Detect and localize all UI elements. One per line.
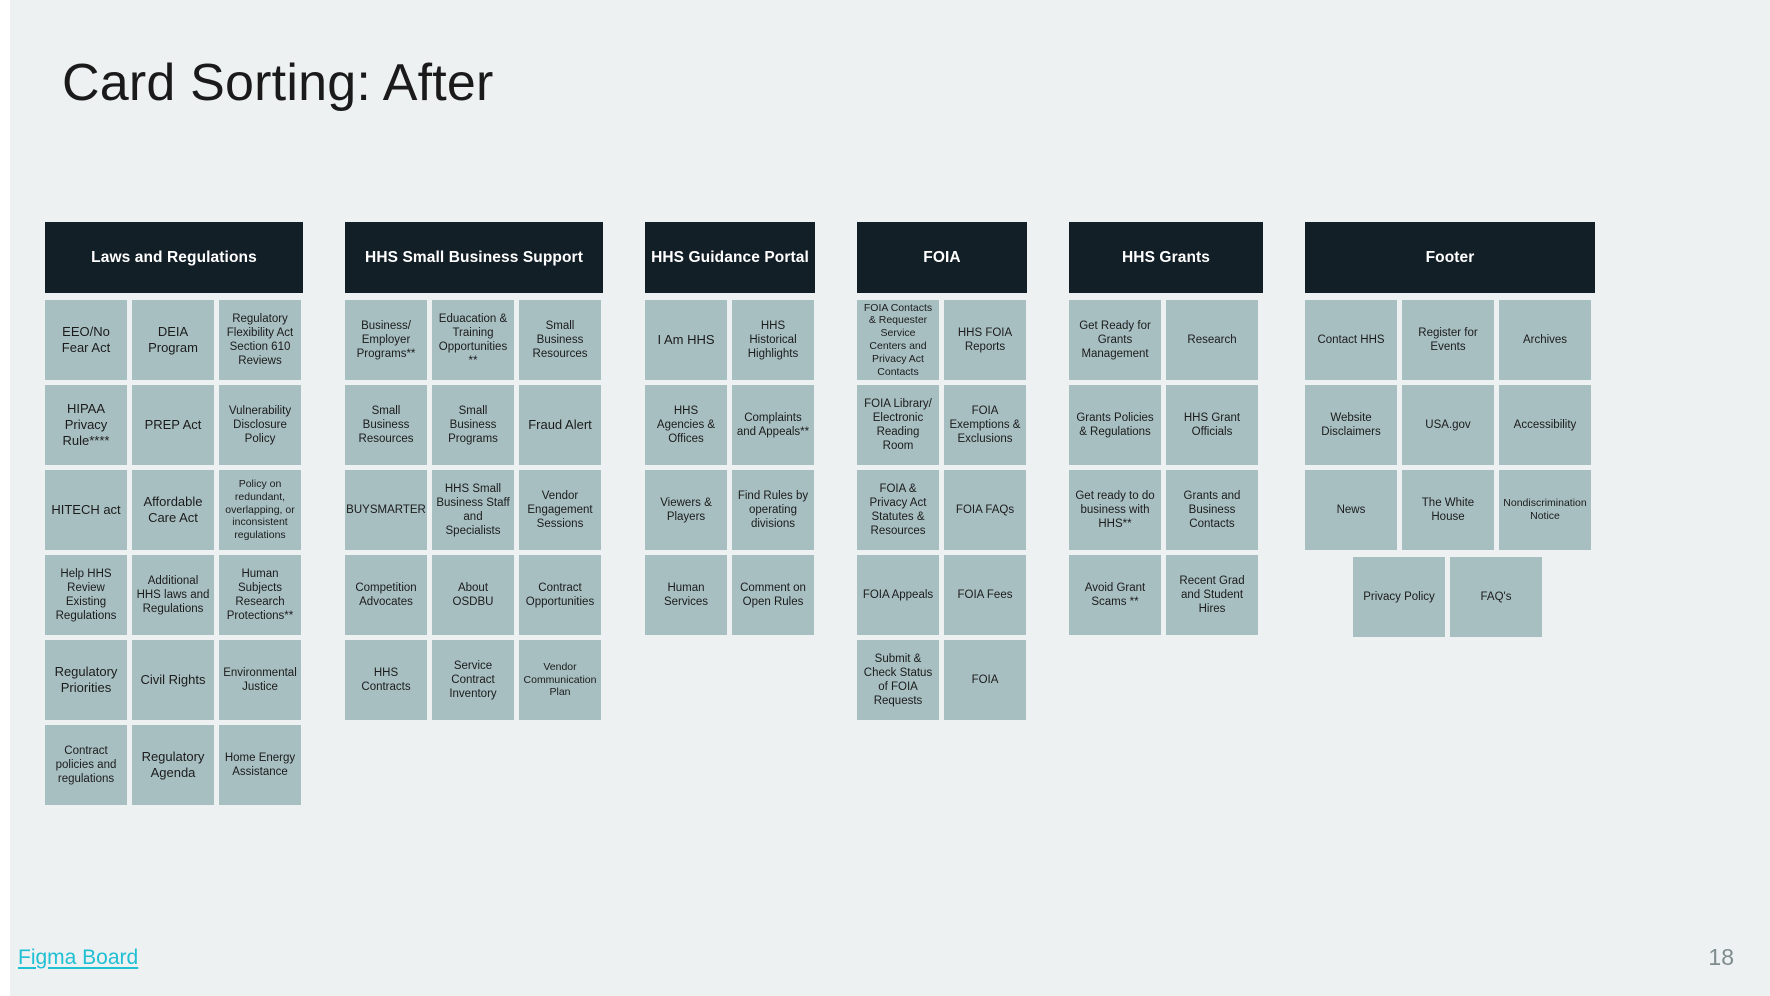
card[interactable]: Affordable Care Act — [132, 470, 214, 550]
card[interactable]: HHS Historical Highlights — [732, 300, 814, 380]
card[interactable]: Archives — [1499, 300, 1591, 380]
column-header-laws-and-regulations: Laws and Regulations — [45, 222, 303, 293]
card[interactable]: Regulatory Flexibility Act Section 610 R… — [219, 300, 301, 380]
card[interactable]: Human Subjects Research Protections** — [219, 555, 301, 635]
card[interactable]: Human Services — [645, 555, 727, 635]
card[interactable]: FOIA Fees — [944, 555, 1026, 635]
card[interactable]: DEIA Program — [132, 300, 214, 380]
card[interactable]: The White House — [1402, 470, 1494, 550]
card[interactable]: USA.gov — [1402, 385, 1494, 465]
card[interactable]: Competition Advocates — [345, 555, 427, 635]
column-header-foia: FOIA — [857, 222, 1027, 293]
card[interactable]: BUYSMARTER — [345, 470, 427, 550]
card[interactable]: HITECH act — [45, 470, 127, 550]
card[interactable]: Grants and Business Contacts — [1166, 470, 1258, 550]
column-header-footer: Footer — [1305, 222, 1595, 293]
card[interactable]: Small Business Resources — [519, 300, 601, 380]
card[interactable]: Privacy Policy — [1353, 557, 1445, 637]
card[interactable]: Recent Grad and Student Hires — [1166, 555, 1258, 635]
card-grid-hhs-small-business-support: Business/ Employer Programs**Eduacation … — [345, 300, 603, 720]
card[interactable]: Avoid Grant Scams ** — [1069, 555, 1161, 635]
card[interactable]: About OSDBU — [432, 555, 514, 635]
card[interactable]: Help HHS Review Existing Regulations — [45, 555, 127, 635]
card[interactable]: Get ready to do business with HHS** — [1069, 470, 1161, 550]
card[interactable]: Contact HHS — [1305, 300, 1397, 380]
page-title: Card Sorting: After — [62, 54, 494, 112]
card[interactable]: Civil Rights — [132, 640, 214, 720]
card[interactable]: Regulatory Agenda — [132, 725, 214, 805]
column-header-hhs-grants: HHS Grants — [1069, 222, 1263, 293]
card[interactable]: HHS Small Business Staff and Specialists — [432, 470, 514, 550]
card[interactable]: Nondiscrimination Notice — [1499, 470, 1591, 550]
card[interactable]: I Am HHS — [645, 300, 727, 380]
card[interactable]: Comment on Open Rules — [732, 555, 814, 635]
card[interactable]: Service Contract Inventory — [432, 640, 514, 720]
card[interactable]: PREP Act — [132, 385, 214, 465]
card[interactable]: Register for Events — [1402, 300, 1494, 380]
column-header-hhs-small-business-support: HHS Small Business Support — [345, 222, 603, 293]
card[interactable]: Small Business Resources — [345, 385, 427, 465]
card[interactable]: Vendor Communication Plan — [519, 640, 601, 720]
card[interactable]: Home Energy Assistance — [219, 725, 301, 805]
card[interactable]: Business/ Employer Programs** — [345, 300, 427, 380]
card[interactable]: FOIA Contacts & Requester Service Center… — [857, 300, 939, 380]
card[interactable]: Website Disclaimers — [1305, 385, 1397, 465]
card[interactable]: Regulatory Priorities — [45, 640, 127, 720]
card[interactable]: Contract Opportunities — [519, 555, 601, 635]
card[interactable]: Accessibility — [1499, 385, 1591, 465]
card[interactable]: HHS Grant Officials — [1166, 385, 1258, 465]
card[interactable]: FOIA Appeals — [857, 555, 939, 635]
card[interactable]: Additional HHS laws and Regulations — [132, 555, 214, 635]
card[interactable]: Submit & Check Status of FOIA Requests — [857, 640, 939, 720]
card[interactable]: Find Rules by operating divisions — [732, 470, 814, 550]
card[interactable]: FOIA Exemptions & Exclusions — [944, 385, 1026, 465]
card[interactable]: HHS Contracts — [345, 640, 427, 720]
card[interactable]: Viewers & Players — [645, 470, 727, 550]
card[interactable]: FOIA & Privacy Act Statutes & Resources — [857, 470, 939, 550]
card[interactable]: FOIA — [944, 640, 1026, 720]
card[interactable]: Vendor Engagement Sessions — [519, 470, 601, 550]
card[interactable]: Policy on redundant, overlapping, or inc… — [219, 470, 301, 550]
card[interactable]: Vulnerability Disclosure Policy — [219, 385, 301, 465]
card[interactable]: Small Business Programs — [432, 385, 514, 465]
card[interactable]: News — [1305, 470, 1397, 550]
card[interactable]: FOIA FAQs — [944, 470, 1026, 550]
card[interactable]: Eduacation & Training Opportunities ** — [432, 300, 514, 380]
card[interactable]: Research — [1166, 300, 1258, 380]
card[interactable]: Get Ready for Grants Management — [1069, 300, 1161, 380]
card[interactable]: FAQ's — [1450, 557, 1542, 637]
page-number: 18 — [1708, 944, 1734, 970]
card[interactable]: Grants Policies & Regulations — [1069, 385, 1161, 465]
card[interactable]: HIPAA Privacy Rule**** — [45, 385, 127, 465]
card[interactable]: HHS Agencies & Offices — [645, 385, 727, 465]
card[interactable]: FOIA Library/ Electronic Reading Room — [857, 385, 939, 465]
left-accent-strip — [0, 0, 10, 996]
card[interactable]: Complaints and Appeals** — [732, 385, 814, 465]
card[interactable]: HHS FOIA Reports — [944, 300, 1026, 380]
card[interactable]: EEO/No Fear Act — [45, 300, 127, 380]
card-grid-foia: FOIA Contacts & Requester Service Center… — [857, 300, 1027, 720]
card[interactable]: Contract policies and regulations — [45, 725, 127, 805]
card[interactable]: Fraud Alert — [519, 385, 601, 465]
column-header-hhs-guidance-portal: HHS Guidance Portal — [645, 222, 815, 293]
card[interactable]: Environmental Justice — [219, 640, 301, 720]
figma-board-link[interactable]: Figma Board — [18, 946, 139, 969]
